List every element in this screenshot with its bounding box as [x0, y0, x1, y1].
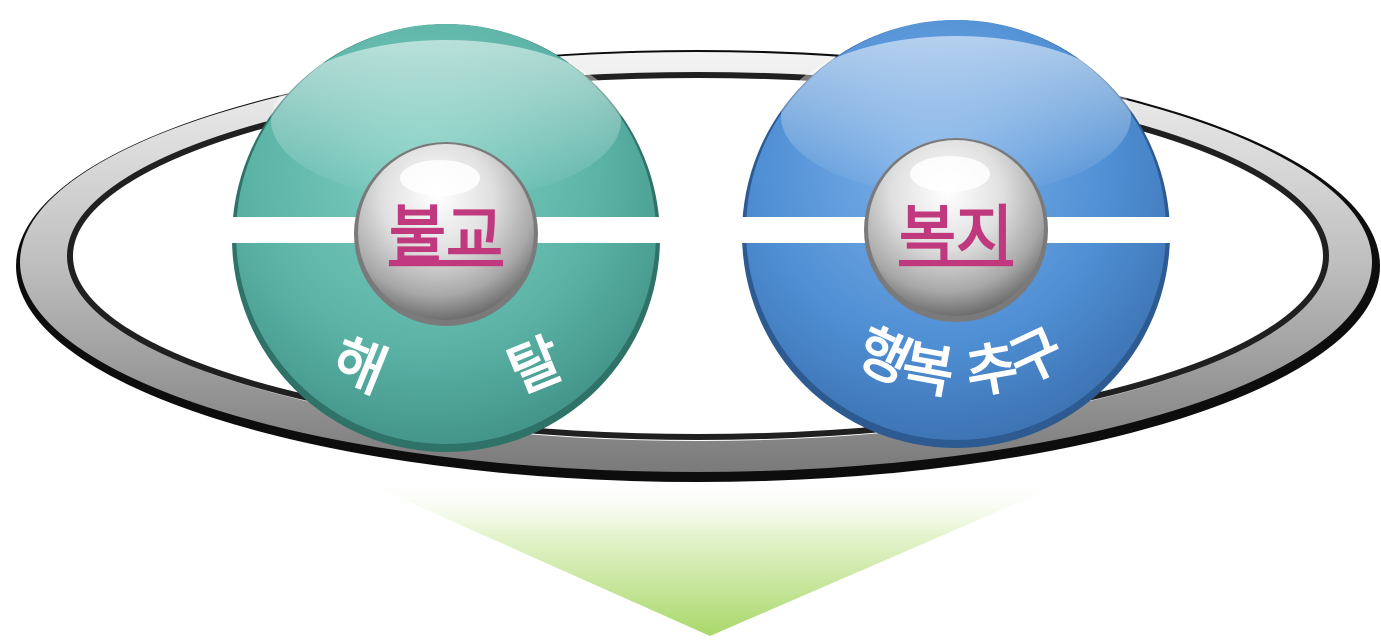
sphere-icon: [864, 138, 1048, 322]
sphere-icon: [354, 142, 538, 326]
orbit-ring: [16, 50, 1380, 482]
down-arrow-icon: [355, 478, 1075, 636]
right-center-label: 복지: [899, 198, 1013, 271]
left-center-label: 불교: [389, 198, 503, 271]
